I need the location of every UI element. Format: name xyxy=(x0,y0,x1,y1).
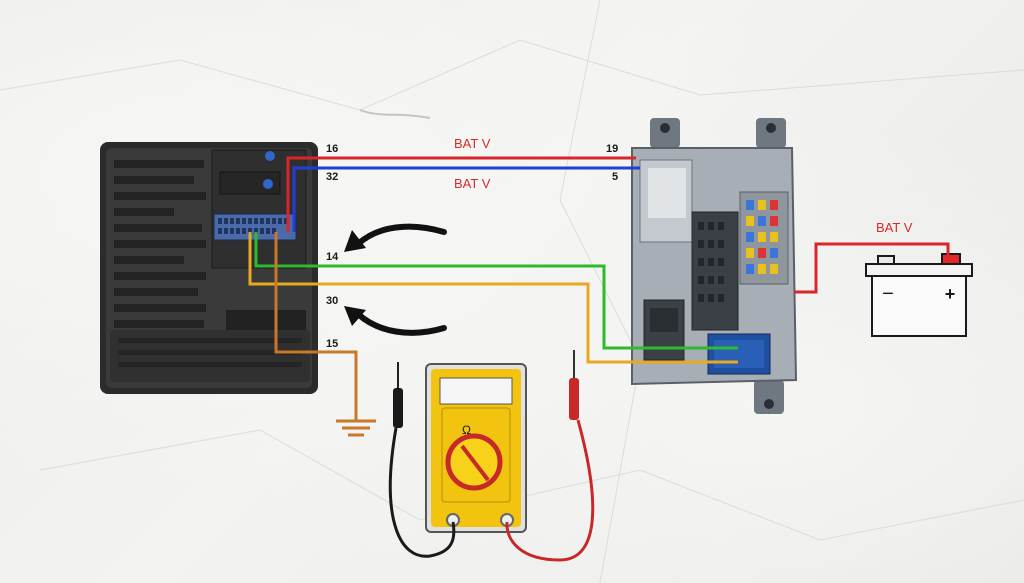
battery-minus-sign: − xyxy=(882,283,894,305)
battery-plus-sign: + xyxy=(945,284,956,304)
yellow-wire-pin30 xyxy=(248,232,738,364)
green-wire-pin14 xyxy=(254,232,738,350)
multimeter-display xyxy=(439,377,513,405)
red-probe-lead xyxy=(505,419,595,562)
bat-v-label-battery: BAT V xyxy=(876,220,913,235)
bat-v-label-top: BAT V xyxy=(454,136,491,151)
multimeter: Ω xyxy=(425,363,527,533)
pin-label-32: 32 xyxy=(326,171,338,183)
right-fuse-box xyxy=(631,118,798,414)
pin-label-16: 16 xyxy=(326,143,338,155)
curved-arrows xyxy=(355,223,447,336)
red-wire-battery xyxy=(794,242,950,294)
arrow-to-pin30 xyxy=(355,311,447,336)
left-control-module xyxy=(100,142,318,394)
battery: − + xyxy=(865,253,973,337)
wires xyxy=(248,156,950,420)
black-probe-lead xyxy=(388,427,456,558)
pin-label-19: 19 xyxy=(606,143,618,155)
pin-label-5: 5 xyxy=(612,171,618,183)
red-probe[interactable] xyxy=(569,350,579,420)
brown-wire-pin15 xyxy=(274,232,358,420)
arrow-head-pin14 xyxy=(344,230,366,252)
bat-v-label-mid: BAT V xyxy=(454,176,491,191)
pin-label-15: 15 xyxy=(326,338,338,350)
blue-wire-pin32 xyxy=(292,166,640,232)
pin-label-14: 14 xyxy=(326,251,339,263)
probes xyxy=(388,419,595,562)
red-wire-pin16 xyxy=(286,156,636,232)
pin-label-30: 30 xyxy=(326,295,338,307)
black-probe[interactable] xyxy=(393,362,403,428)
ground-symbol xyxy=(336,419,376,437)
arrow-head-pin30 xyxy=(344,306,366,326)
fuse-row xyxy=(746,200,778,274)
ohm-symbol: Ω xyxy=(462,423,471,437)
arrow-to-pin14 xyxy=(355,223,447,247)
